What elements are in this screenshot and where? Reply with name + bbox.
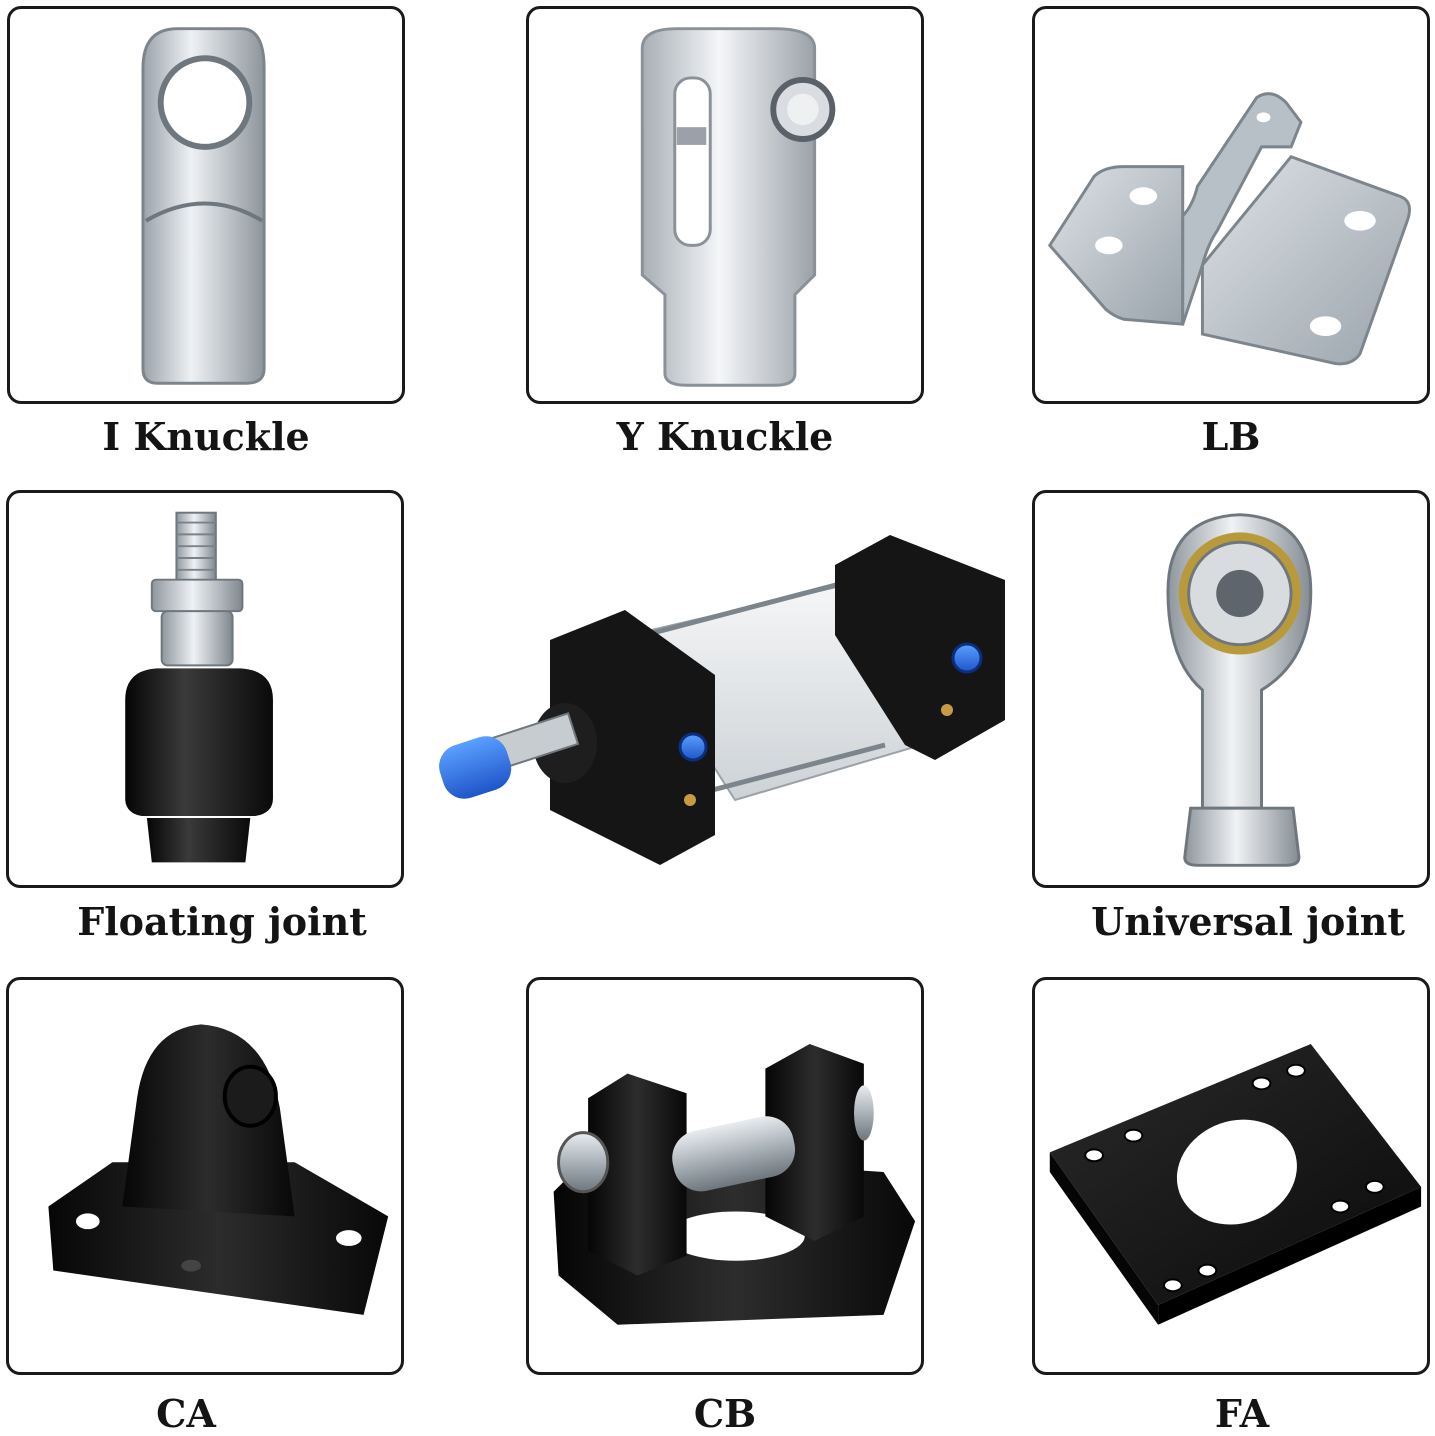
- label-universal-joint: Universal joint: [1091, 899, 1405, 944]
- product-tile-lb: [1032, 6, 1430, 404]
- label-i-knuckle: I Knuckle: [102, 414, 310, 459]
- label-cb: CB: [693, 1391, 757, 1436]
- ca-mount-icon: [48, 1024, 389, 1315]
- product-image-air-cylinder: [415, 525, 1015, 875]
- floating-joint-icon: [125, 511, 273, 863]
- product-tile-ca: [6, 977, 404, 1375]
- product-tile-i-knuckle: [7, 6, 405, 404]
- label-lb: LB: [1201, 414, 1261, 459]
- product-tile-universal-joint: [1032, 490, 1430, 888]
- product-tile-floating-joint: [6, 490, 404, 888]
- label-fa: FA: [1214, 1391, 1270, 1436]
- fa-flange-icon: [1049, 1044, 1422, 1325]
- product-tile-y-knuckle: [526, 6, 924, 404]
- product-tile-fa: [1032, 977, 1430, 1375]
- product-tile-cb: [526, 977, 924, 1375]
- universal-joint-icon: [1166, 513, 1313, 867]
- air-cylinder-icon: [439, 535, 1005, 865]
- i-knuckle-icon: [141, 27, 266, 385]
- lb-bracket-icon: [1047, 92, 1411, 366]
- cb-mount-icon: [553, 1044, 916, 1325]
- label-ca: CA: [156, 1391, 216, 1436]
- label-y-knuckle: Y Knuckle: [616, 414, 834, 459]
- y-knuckle-icon: [640, 27, 836, 387]
- label-floating-joint: Floating joint: [77, 899, 367, 944]
